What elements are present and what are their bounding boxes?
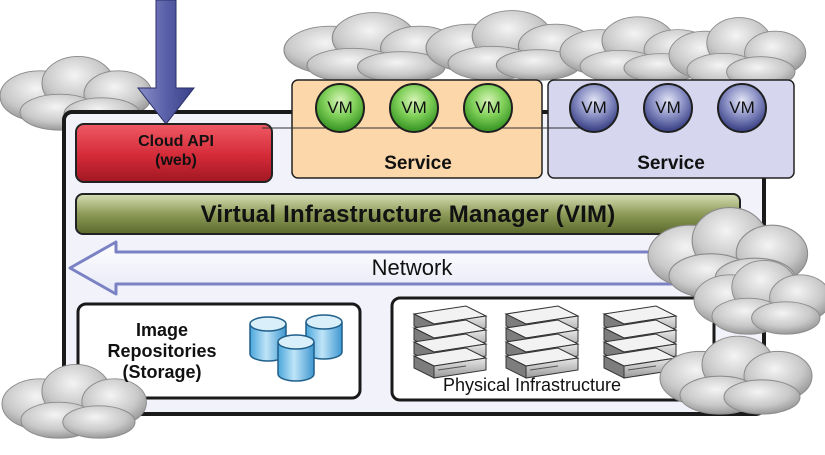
cloud-api-box bbox=[75, 123, 273, 183]
vm-node bbox=[569, 83, 619, 133]
cloud-api-label-line1: Cloud API bbox=[138, 133, 214, 150]
vm-label: VM bbox=[581, 98, 607, 117]
cloud-top-cluster bbox=[283, 10, 713, 83]
network-label: Network bbox=[371, 255, 453, 280]
cloud-top-right bbox=[668, 17, 807, 88]
image-repositories-line1: Image bbox=[135, 320, 189, 340]
image-repositories-line3: (Storage) bbox=[122, 362, 202, 382]
physical-infrastructure-label: Physical Infrastructure bbox=[442, 375, 622, 395]
image-repositories-label: Image Repositories (Storage) bbox=[82, 320, 242, 383]
service-right-label: Service bbox=[637, 153, 705, 174]
vm-group-left bbox=[315, 83, 513, 133]
incoming-request-arrow bbox=[136, 0, 196, 125]
cloud-api-label: Cloud API (web) bbox=[82, 132, 270, 170]
vim-label: Virtual Infrastructure Manager (VIM) bbox=[200, 201, 616, 228]
vm-node bbox=[643, 83, 693, 133]
cloud-api-label-line2: (web) bbox=[155, 152, 197, 169]
vm-node bbox=[315, 83, 365, 133]
image-repositories-line2: Repositories bbox=[107, 341, 217, 361]
vm-label: VM bbox=[729, 98, 755, 117]
vm-label: VM bbox=[475, 98, 501, 117]
vm-label: VM bbox=[401, 98, 427, 117]
vm-label: VM bbox=[327, 98, 353, 117]
vm-node bbox=[463, 83, 513, 133]
storage-icon bbox=[249, 314, 343, 382]
vm-node bbox=[389, 83, 439, 133]
vm-label: VM bbox=[655, 98, 681, 117]
vm-group-right bbox=[569, 83, 767, 133]
server-rack-icon bbox=[505, 305, 579, 379]
server-rack-icon bbox=[413, 305, 487, 379]
service-left-label: Service bbox=[384, 153, 452, 174]
vm-node bbox=[717, 83, 767, 133]
